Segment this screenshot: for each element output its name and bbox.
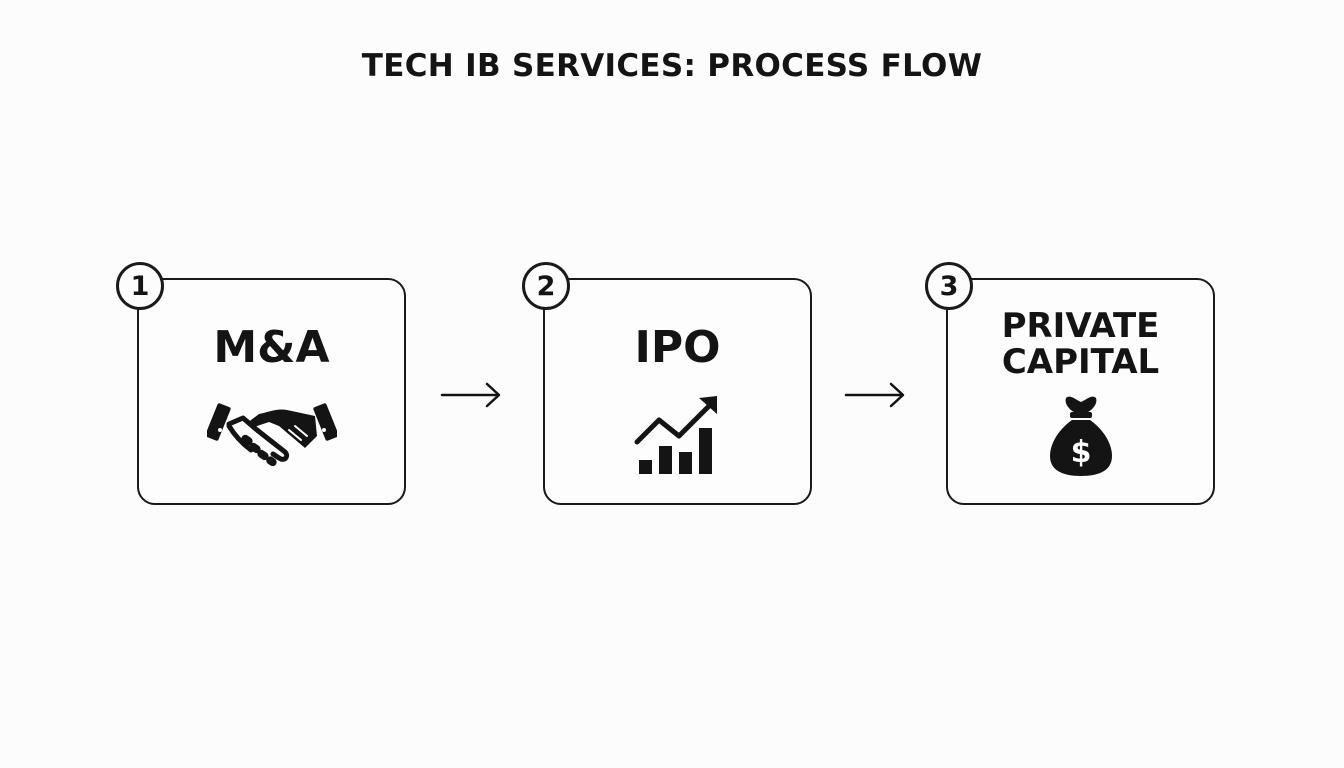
- step-label-private-capital: PRIVATE CAPITAL: [1001, 306, 1160, 382]
- step-label-ipo: IPO: [634, 322, 721, 373]
- arrow-right-icon: [440, 382, 501, 408]
- money-bag-icon: $: [948, 392, 1213, 478]
- step-label-ma: M&A: [213, 322, 330, 373]
- step-number-badge-2: 2: [522, 262, 570, 310]
- step-number-badge-1: 1: [116, 262, 164, 310]
- handshake-icon: [139, 396, 404, 472]
- growth-chart-icon: [545, 394, 810, 478]
- diagram-title: TECH IB SERVICES: PROCESS FLOW: [361, 48, 983, 84]
- step-card-private-capital: PRIVATE CAPITAL $: [946, 278, 1215, 505]
- step-card-ma: M&A: [137, 278, 406, 505]
- svg-text:$: $: [1070, 435, 1091, 470]
- step-card-ipo: IPO: [543, 278, 812, 505]
- step-number-badge-3: 3: [925, 262, 973, 310]
- arrow-right-icon: [844, 382, 905, 408]
